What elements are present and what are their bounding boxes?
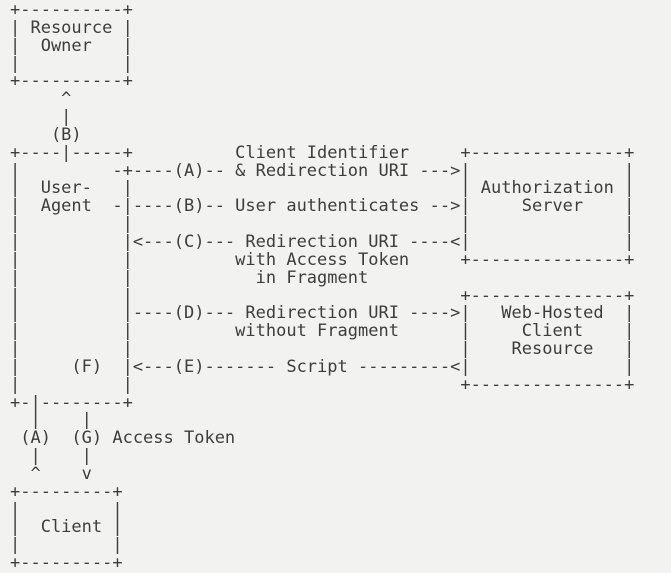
oauth-implicit-grant-flow-ascii-diagram: +----------+ | Resource | | Owner | | | … (10, 0, 635, 573)
ascii-diagram-screen: +----------+ | Resource | | Owner | | | … (10, 0, 635, 573)
